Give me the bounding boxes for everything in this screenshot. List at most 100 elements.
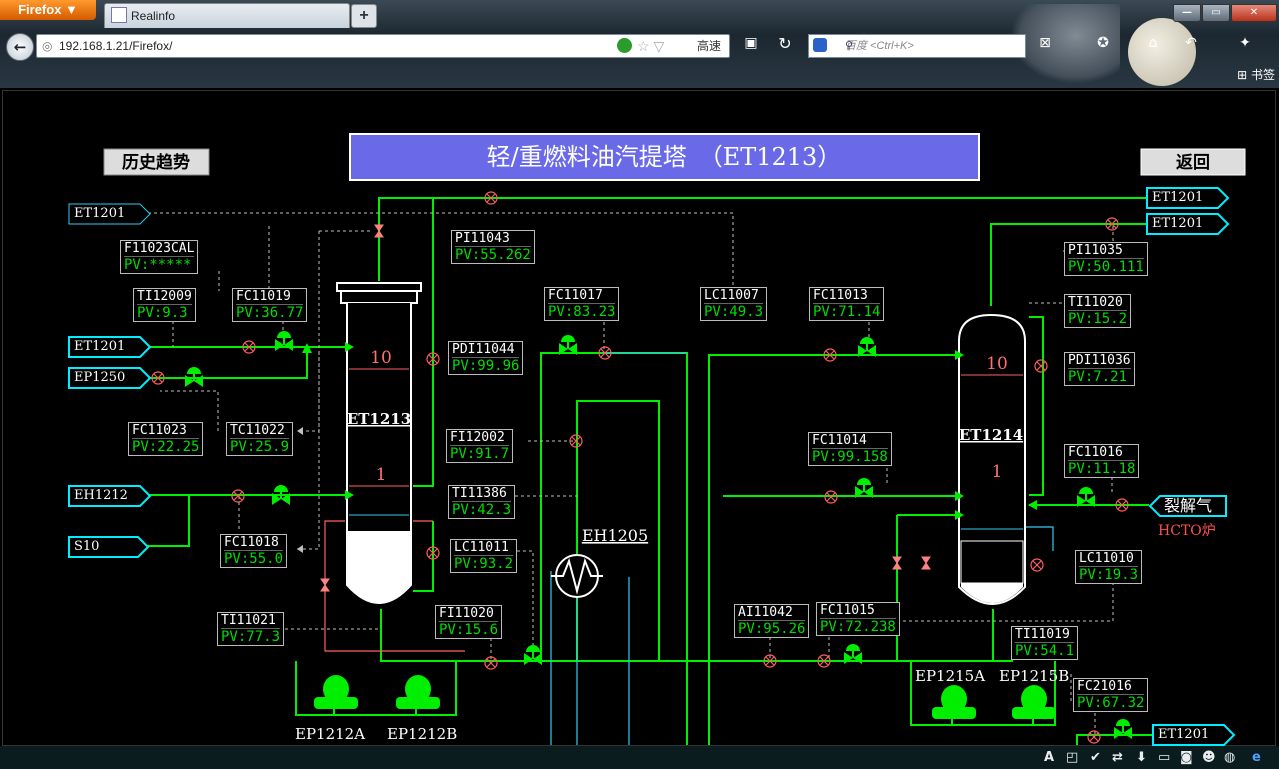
bookmark-icon: ⊞ [1237, 68, 1248, 82]
connector-et1201-d[interactable]: ET1201 [1146, 213, 1230, 235]
connector-et1201-c[interactable]: ET1201 [1146, 187, 1230, 209]
heat-exchanger-eh1205[interactable]: EH1205 [551, 526, 648, 598]
connector-ep1250[interactable]: EP1250 [68, 367, 152, 389]
column-et1213[interactable]: 10 1 ET1213 [336, 282, 422, 604]
tag-id: FC11015 [820, 603, 875, 618]
close-icon[interactable]: ✕ [1231, 4, 1277, 22]
ie-icon[interactable]: e [1252, 750, 1261, 765]
maximize-icon[interactable]: ▭ [1202, 4, 1230, 22]
tag-id: FC11014 [812, 433, 867, 448]
tag-pv-value: PV:42.3 [452, 501, 512, 518]
connector-label: ET1201 [74, 206, 126, 221]
fast-mode-label[interactable]: 高速 [697, 39, 722, 53]
connector-cracked-gas[interactable]: 裂解气 [1148, 495, 1228, 517]
hcto-furnace-label: HCTO炉 [1158, 523, 1216, 539]
et1213-tray-1: 1 [376, 465, 387, 485]
tag-id: PDI11036 [1068, 353, 1131, 368]
camera-icon[interactable]: ◙ [1180, 750, 1193, 765]
page-title: 轻/重燃料油汽提塔 （ET1213） [487, 143, 842, 171]
back-button-label: 返回 [1176, 153, 1210, 173]
font-icon[interactable]: A [1044, 750, 1055, 765]
connector-et1201-b[interactable]: ET1201 [68, 336, 152, 358]
tag-pv-value: PV:***** [124, 256, 195, 273]
et1213-label: ET1213 [347, 410, 411, 428]
tag-pv-value: PV:36.77 [236, 304, 304, 321]
tool-icon[interactable]: ✔ [1090, 750, 1101, 765]
tag-id: PI11043 [455, 231, 510, 246]
globe-icon: ◎ [42, 39, 53, 53]
connector-s10[interactable]: S10 [68, 536, 150, 558]
address-bar[interactable]: ◎ 192.168.1.21/Firefox/ ☆ ▽ 高速 [36, 34, 730, 58]
tag-id: PI11035 [1068, 243, 1123, 258]
scada-panel: 轻/重燃料油汽提塔 （ET1213） 历史趋势 返回 [2, 90, 1276, 746]
tag-pv-value: PV:93.2 [454, 555, 514, 572]
minimize-icon[interactable]: — [1173, 4, 1201, 22]
url-text: 192.168.1.21/Firefox/ [59, 39, 173, 53]
search-input[interactable]: 百度 <Ctrl+K>⚲ [808, 34, 1026, 58]
connector-et1201-a[interactable]: ET1201 [68, 203, 152, 225]
screenshot-icon[interactable]: ▣ [744, 35, 758, 51]
popup-icon[interactable]: ◰ [1066, 750, 1079, 765]
page-favicon-icon [111, 7, 127, 23]
extension-icon[interactable]: ✦ [1239, 35, 1251, 51]
tag-pv-value: PV:15.2 [1068, 310, 1128, 327]
tag-pv-value: PV:7.21 [1068, 368, 1131, 385]
connector-et1201-e[interactable]: ET1201 [1152, 724, 1236, 746]
bookmark-star-icon[interactable]: ☆ ▽ [637, 38, 665, 54]
tag-pv-value: PV:49.3 [704, 303, 764, 320]
tag-pv-value: PV:22.25 [132, 438, 200, 455]
window-icon[interactable]: ▭ [1158, 750, 1171, 765]
firefox-icon[interactable]: ◍ [1224, 750, 1236, 765]
ep1215b-label: EP1215B [999, 667, 1069, 685]
home-icon[interactable]: ⌂ [1148, 35, 1158, 51]
browser-chrome: Firefox ▼ Realinfo + —▭✕ ← ◎ 192.168.1.2… [0, 0, 1279, 88]
column-et1214[interactable]: 10 1 ET1214 [958, 313, 1026, 605]
firefox-menu-button[interactable]: Firefox ▼ [0, 0, 96, 20]
tag-id: FC11019 [236, 289, 291, 304]
history-undo-icon[interactable]: ↶ [1185, 35, 1197, 51]
search-icon[interactable]: ⚲ [845, 40, 854, 52]
go-icon[interactable] [617, 38, 632, 53]
sync-icon[interactable]: ⇄ [1112, 750, 1123, 765]
connector-eh1212[interactable]: EH1212 [68, 485, 152, 507]
download-icon[interactable]: ⬇ [1136, 750, 1147, 765]
blocker-icon[interactable]: ⊠ [1039, 35, 1051, 51]
browser-tab[interactable]: Realinfo [104, 3, 350, 28]
new-tab-button[interactable]: + [351, 4, 377, 28]
tag-pv-value: PV:25.9 [230, 438, 290, 455]
back-arrow-icon[interactable]: ← [6, 33, 34, 61]
ep1212b-label: EP1212B [387, 725, 457, 743]
addon-icon[interactable]: ✪ [1097, 35, 1109, 51]
title-banner [349, 133, 980, 181]
person-icon[interactable]: ☻ [1202, 750, 1216, 765]
bookmarks-button[interactable]: ⊞ 书签 [1237, 66, 1275, 83]
reload-icon[interactable]: ↻ [778, 34, 792, 53]
back-button[interactable] [1140, 148, 1246, 176]
